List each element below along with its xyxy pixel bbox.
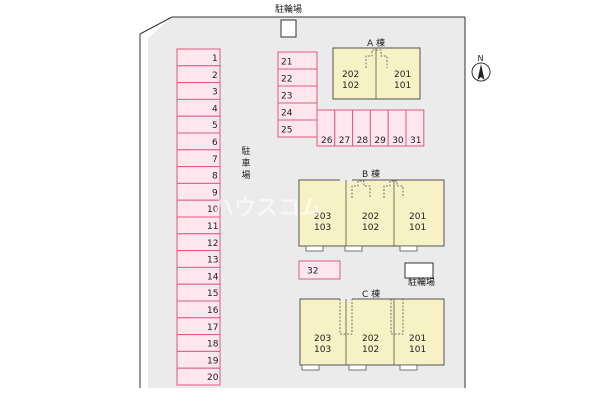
building-c-unit-3-lower: 101 xyxy=(409,345,426,355)
parking-space-6-label: 6 xyxy=(212,138,218,148)
parking-space-10-label: 10 xyxy=(207,205,219,215)
building-a-name: A 棟 xyxy=(367,37,385,49)
building-b-step-2 xyxy=(344,245,363,252)
building-b-stair-1 xyxy=(351,180,371,198)
parking-space-8-label: 8 xyxy=(212,172,218,182)
building-c-step-1 xyxy=(301,364,320,371)
parking-space-7-label: 7 xyxy=(212,155,218,165)
bike-parking-top-label: 駐輪場 xyxy=(275,5,303,15)
parking-space-31 xyxy=(405,109,425,147)
parking-space-32 xyxy=(298,260,341,280)
parking-space-25-label: 25 xyxy=(281,126,292,136)
parking-space-21-label: 21 xyxy=(281,58,292,68)
building-c-unit-3-upper: 201 xyxy=(409,334,426,344)
building-c-unit-2-upper: 202 xyxy=(362,334,379,344)
building-b-step-3 xyxy=(399,245,418,252)
building-b-unit-2-lower: 102 xyxy=(362,223,379,233)
parking-space-9-label: 9 xyxy=(212,188,218,198)
parking-space-2-label: 2 xyxy=(212,71,218,81)
building-b-body xyxy=(298,179,445,247)
building-c-stair-2 xyxy=(390,299,404,335)
parking-space-16-label: 16 xyxy=(207,306,219,316)
building-c-stair-1 xyxy=(339,299,353,335)
building-b-name: B 棟 xyxy=(362,168,380,180)
building-a-unit-2-upper: 201 xyxy=(394,70,411,80)
building-c-name: C 棟 xyxy=(362,288,380,300)
north-arrow-icon: N xyxy=(471,54,491,82)
parking-space-13-label: 13 xyxy=(207,256,218,266)
parking-space-19-label: 19 xyxy=(207,356,219,366)
building-c-body xyxy=(299,298,445,366)
building-c-unit-2-lower: 102 xyxy=(362,345,379,355)
building-b-stair-2 xyxy=(383,180,404,198)
parking-space-29-label: 29 xyxy=(374,136,386,146)
building-c-step-2 xyxy=(348,364,367,371)
bike-parking-right-label: 駐輪場 xyxy=(408,278,436,288)
parking-space-27-label: 27 xyxy=(339,136,350,146)
parking-space-11-label: 11 xyxy=(207,222,218,232)
bike-parking-right-box xyxy=(404,262,434,279)
building-c-unit-1-upper: 203 xyxy=(314,334,331,344)
parking-space-17-label: 17 xyxy=(207,323,218,333)
parking-stack-column: 21 22 23 24 25 xyxy=(277,51,318,138)
building-a: 202 102 201 101 A 棟 xyxy=(332,37,421,100)
building-b-unit-1-lower: 103 xyxy=(314,223,331,233)
watermark-logo: ハウスコム xyxy=(212,196,322,221)
parking-space-20 xyxy=(176,367,221,386)
parking-space-24-label: 24 xyxy=(281,109,293,119)
building-a-unit-1-upper: 202 xyxy=(342,70,359,80)
parking-space-18-label: 18 xyxy=(207,340,219,350)
parking-space-20-label: 20 xyxy=(207,373,219,383)
building-b-step-1 xyxy=(305,245,324,252)
parking-space-12-label: 12 xyxy=(207,239,218,249)
parking-space-32-label: 32 xyxy=(307,267,318,277)
building-a-body xyxy=(332,47,421,100)
parking-space-14-label: 14 xyxy=(207,272,219,282)
parking-space-3-label: 3 xyxy=(212,88,218,98)
parking-space-22-label: 22 xyxy=(281,75,292,85)
building-c-step-3 xyxy=(399,364,418,371)
parking-space-23-label: 23 xyxy=(281,92,292,102)
building-b-unit-3-upper: 201 xyxy=(409,212,426,222)
parking-space-4-label: 4 xyxy=(212,104,218,114)
parking-space-26-label: 26 xyxy=(321,136,333,146)
parking-area-label: 駐車場 xyxy=(241,147,251,181)
north-label: N xyxy=(478,54,484,63)
parking-space-5-label: 5 xyxy=(212,121,218,131)
building-a-unit-1-lower: 102 xyxy=(342,81,359,91)
building-b-unit-1-upper: 203 xyxy=(314,212,331,222)
building-a-unit-2-lower: 101 xyxy=(394,81,411,91)
building-c-unit-1-lower: 103 xyxy=(314,345,331,355)
parking-space-30-label: 30 xyxy=(392,136,404,146)
building-c: 203 103 202 102 201 101 C 棟 xyxy=(299,288,445,371)
building-b-unit-2-upper: 202 xyxy=(362,212,379,222)
building-a-stair xyxy=(365,49,388,68)
parking-horizontal-row: 26 27 28 29 30 31 xyxy=(316,109,425,147)
parking-space-1-label: 1 xyxy=(212,54,218,64)
parking-space-15-label: 15 xyxy=(207,289,218,299)
parking-space-31-label: 31 xyxy=(410,136,421,146)
building-b: 203 103 202 102 201 101 B 棟 xyxy=(298,168,445,252)
site-corner-edge xyxy=(139,16,173,35)
bike-parking-top-box xyxy=(280,19,297,38)
parking-space-28-label: 28 xyxy=(357,136,369,146)
building-b-unit-3-lower: 101 xyxy=(409,223,426,233)
